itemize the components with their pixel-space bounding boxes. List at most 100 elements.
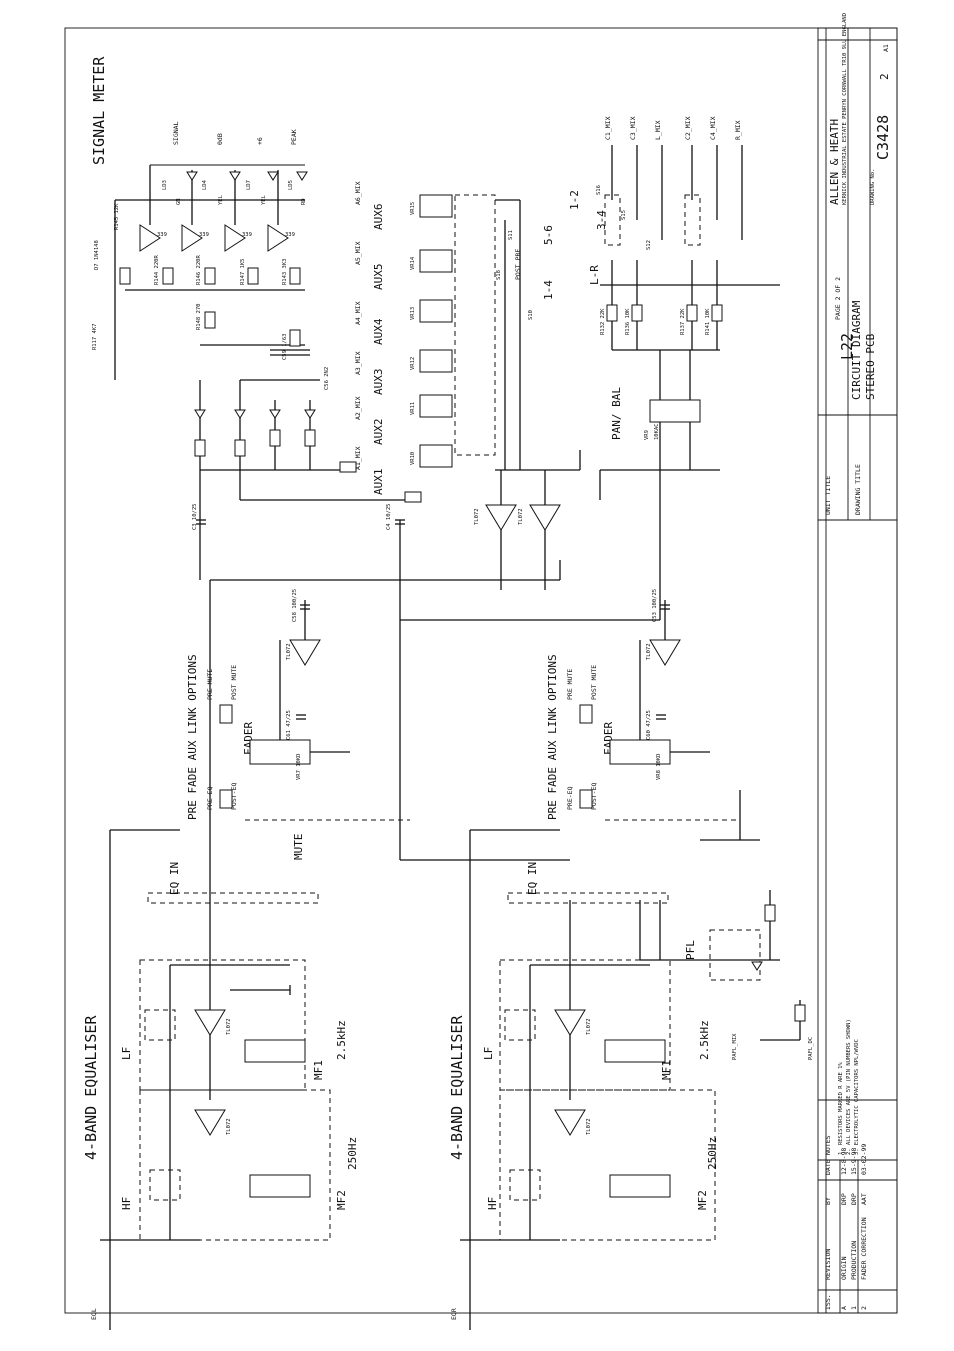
component-label: C4 10/25 xyxy=(386,504,392,531)
title-strip xyxy=(817,27,898,1314)
component-label: R132 22K xyxy=(600,308,606,335)
component-label: C59 1/63 xyxy=(282,334,288,361)
aux2-label: AUX2 xyxy=(372,419,385,446)
note-2: 2. ALL DEVICES ARE 5V (PIN NUMBERS SHOWN… xyxy=(846,1019,852,1155)
aux-pots xyxy=(419,194,453,468)
company-name: ALLEN & HEATH xyxy=(828,119,841,205)
component-label: VR11 xyxy=(410,402,416,415)
eq-circuit-2: TL072 TL072 LF HF MF1 MF2 2.5kHz 250Hz E… xyxy=(450,900,719,1320)
comparator-1 xyxy=(139,224,161,252)
pfl-circuit: PFL PAFL_MIX PAFL_DC xyxy=(639,890,814,1060)
page-number: PAGE 2 OF 2 xyxy=(834,277,842,320)
component-label: 339 xyxy=(285,232,295,238)
led-icon xyxy=(229,171,241,181)
component-label: EQL xyxy=(90,1308,98,1320)
led-icon xyxy=(296,171,308,181)
component-label: C58 100/25 xyxy=(292,589,298,622)
diode-icon xyxy=(269,409,281,419)
opamp-icon xyxy=(194,1109,226,1136)
notes-heading: NOTES xyxy=(824,1135,832,1155)
meter-signal-label: SIGNAL xyxy=(172,121,180,145)
component-label: 339 xyxy=(242,232,252,238)
component-label: TL072 xyxy=(518,508,524,525)
aux-section: A6_MIX A5_MIX A4_MIX A3_MIX A2_MIX A1_MI… xyxy=(354,181,608,590)
component-label: A6_MIX xyxy=(354,181,362,205)
revision-table: ISS. REVISION BY DATE A ORIGIN DRP 12-8-… xyxy=(824,1144,868,1310)
component-label: PAFL_MIX xyxy=(732,1033,738,1060)
note-1: 1. RESISTORS MARKED R ARE 1% xyxy=(838,1062,844,1155)
component-label: S16 xyxy=(596,185,602,195)
component-label: LD4 xyxy=(202,179,208,190)
component-label: S15 xyxy=(621,210,627,220)
component-label: TL072 xyxy=(226,1018,232,1035)
link-options-title-2: PRE FADE AUX LINK OPTIONS xyxy=(546,654,559,820)
pan-bal-label: PAN/ BAL xyxy=(610,387,623,440)
component-label: TL072 xyxy=(586,1018,592,1035)
aux5-label: AUX5 xyxy=(372,264,385,291)
component-label: PRE MUTE xyxy=(206,669,214,700)
component-label: A2_MIX xyxy=(354,396,362,420)
component-label: 03-02-99 xyxy=(860,1144,868,1175)
component-label: 12-8-98 xyxy=(840,1148,848,1175)
component-label: VR7 10KD xyxy=(296,754,302,781)
opamp-icon xyxy=(554,1009,586,1036)
component-label: EQR xyxy=(450,1308,458,1320)
post-pre-label: POST PRE xyxy=(514,249,522,280)
component-label: ORIGIN xyxy=(840,1256,848,1280)
component-label: R117 4K7 xyxy=(92,324,98,351)
component-label: PRE-EQ xyxy=(206,786,214,810)
component-label: R137 22K xyxy=(680,308,686,335)
signal-buses xyxy=(109,470,661,1330)
lf-label-2: LF xyxy=(482,1047,495,1060)
eq-in-label-1: EQ IN xyxy=(168,862,181,895)
company-address: KERNICK INDUSTRIAL ESTATE PENRYN CORNWAL… xyxy=(842,13,848,205)
component-label: D7 1N4148 xyxy=(94,240,100,270)
diode-icon xyxy=(194,409,206,419)
component-label: 1-2 xyxy=(568,190,581,210)
drawing-number: C3428 xyxy=(874,115,892,160)
component-label: 5-6 xyxy=(542,225,555,245)
opamp-icon xyxy=(485,504,517,531)
link-options-title-1: PRE FADE AUX LINK OPTIONS xyxy=(186,654,199,820)
notes: NOTES 1. RESISTORS MARKED R ARE 1% 2. AL… xyxy=(824,1019,860,1155)
component-label: POST-EQ xyxy=(590,783,598,810)
opamp-icon xyxy=(649,639,681,666)
signal-meter-title: SIGNAL METER xyxy=(90,56,108,165)
component-label: 1 xyxy=(850,1306,858,1310)
component-label: YEL xyxy=(261,194,267,205)
opamp-icon xyxy=(529,504,561,531)
mf1-label-1: MF1 xyxy=(312,1060,325,1080)
component-label: 339 xyxy=(199,232,209,238)
component-label: S18 xyxy=(496,270,502,280)
hf-label-1: HF xyxy=(120,1197,133,1210)
diode-icon xyxy=(234,409,246,419)
component-label: R143 3K3 xyxy=(282,259,288,286)
component-label: R_MIX xyxy=(734,120,742,140)
component-label: PAFL_DC xyxy=(808,1037,814,1060)
component-label: VR15 xyxy=(410,202,416,215)
component-label: YEL xyxy=(218,194,224,205)
component-label: R148 270 xyxy=(196,304,202,331)
component-label: LD3 xyxy=(162,180,168,190)
component-label: POST-EQ xyxy=(230,783,238,810)
component-label: BY xyxy=(824,1197,832,1205)
component-label: S12 xyxy=(646,240,652,250)
lr-label: L-R xyxy=(588,265,601,285)
lf-label-1: LF xyxy=(120,1047,133,1060)
component-label: R141 10K xyxy=(705,308,711,335)
opamp-icon xyxy=(194,1009,226,1036)
eq-in-switch-2 xyxy=(507,892,669,904)
component-label: R147 1K5 xyxy=(240,259,246,286)
component-label: C60 47/25 xyxy=(646,710,652,740)
component-label: 15-9-98 xyxy=(850,1148,858,1175)
freq-mf2-2: 250Hz xyxy=(706,1137,719,1170)
eq-circuit-1: TL072 TL072 LF HF MF1 MF2 2.5kHz 250Hz E… xyxy=(90,900,359,1320)
component-label: VR14 xyxy=(410,256,416,270)
component-label: A1_MIX xyxy=(354,446,362,470)
mf2-label-2: MF2 xyxy=(696,1190,709,1210)
diode-icon xyxy=(304,409,316,419)
component-label: R145 12K xyxy=(114,203,120,230)
component-label: A3_MIX xyxy=(354,351,362,375)
component-label: DRP xyxy=(850,1193,858,1205)
component-label: S10 xyxy=(528,310,534,320)
